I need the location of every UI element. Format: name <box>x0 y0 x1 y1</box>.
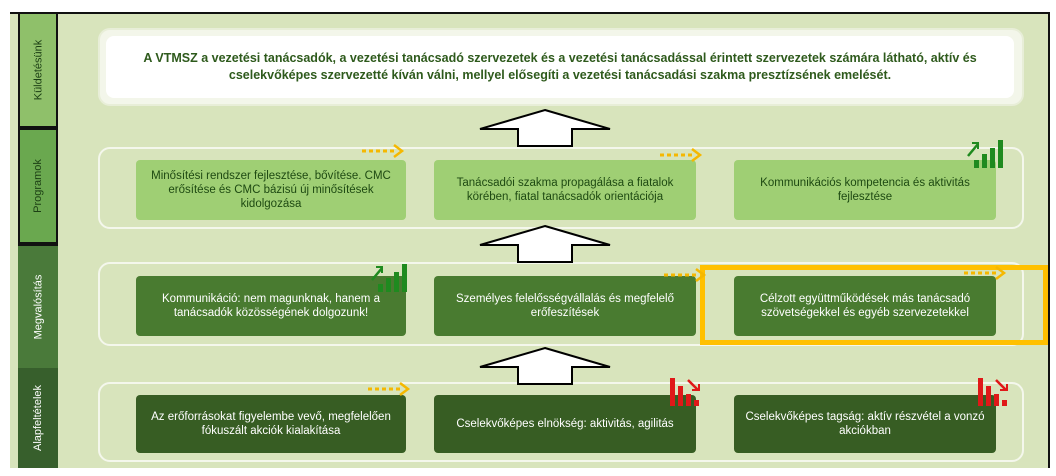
program-box-3: Kommunikációs kompetencia és aktivitás f… <box>734 160 996 220</box>
trend-up-bars-icon <box>967 140 1003 168</box>
dotted-arrow-icon <box>362 144 405 158</box>
trend-down-bars-icon <box>670 378 700 406</box>
program-box-2: Tanácsadói szakma propagálása a fiatalok… <box>434 160 696 220</box>
up-arrow-icon <box>479 224 611 263</box>
side-label-kuldetes: Küldetésünk <box>18 12 58 128</box>
side-label-megvalositas: Megvalósítás <box>18 244 58 368</box>
dotted-arrow-icon <box>368 382 411 396</box>
dotted-arrow-icon <box>964 266 1007 280</box>
dotted-arrow-icon <box>660 148 703 162</box>
highlight-frame <box>700 265 1048 345</box>
megvalositas-box-1: Kommunikáció: nem magunknak, hanem a tan… <box>136 276 406 336</box>
trend-up-bars-icon <box>371 264 407 292</box>
megvalositas-box-3: Célzott együttműködések más tanácsadó sz… <box>734 276 996 336</box>
megvalositas-box-2: Személyes felelősségvállalás és megfelel… <box>434 276 696 336</box>
alapfeltetel-box-3: Cselekvőképes tagság: aktív részvétel a … <box>734 395 996 453</box>
alapfeltetel-box-1: Az erőforrásokat figyelembe vevő, megfel… <box>136 395 406 453</box>
side-label-alapfeltetelek: Alapfeltételek <box>18 368 58 468</box>
program-box-1: Minősítési rendszer fejlesztése, bővítés… <box>136 160 406 220</box>
side-label-programok: Programok <box>18 128 58 244</box>
mission-statement: A VTMSZ a vezetési tanácsadók, a vezetés… <box>106 36 1014 98</box>
trend-down-bars-icon <box>978 378 1008 406</box>
up-arrow-icon <box>479 108 611 147</box>
alapfeltetel-box-2: Cselekvőképes elnökség: aktivitás, agili… <box>434 395 696 453</box>
dotted-arrow-icon <box>664 268 707 282</box>
up-arrow-icon <box>479 346 611 385</box>
